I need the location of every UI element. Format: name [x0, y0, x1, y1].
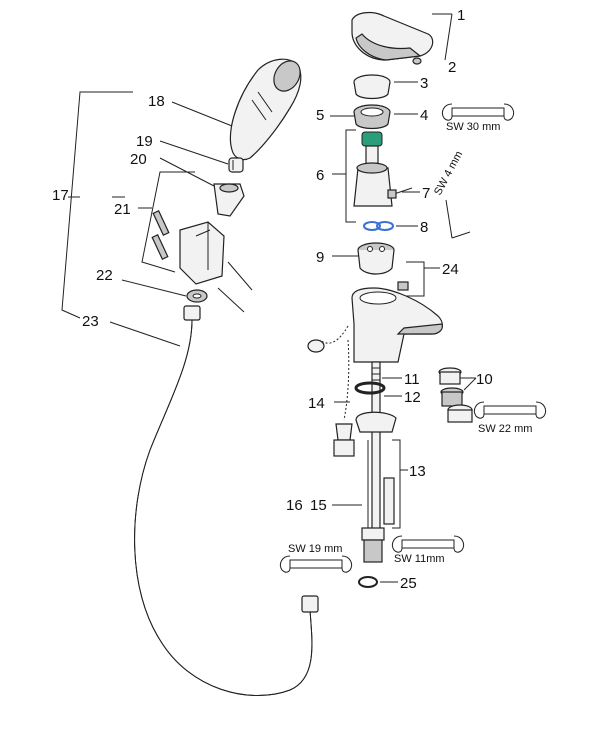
label-18: 18	[148, 93, 165, 110]
fixing-set-13	[355, 411, 397, 525]
allen-key-sw4	[445, 199, 471, 239]
wall-holder-21	[179, 221, 225, 285]
label-4: 4	[420, 107, 428, 124]
hose-nut-23	[183, 305, 201, 321]
label-11: 11	[404, 371, 420, 388]
dowels-21	[151, 210, 170, 260]
gasket-12	[354, 381, 386, 395]
label-8: 8	[420, 219, 428, 236]
wrench-label-sw4: SW 4 mm	[432, 149, 465, 197]
hose-23	[134, 319, 319, 697]
diverter-9	[357, 242, 395, 275]
chain-plug-14	[307, 325, 355, 457]
cover-ring-3	[353, 74, 391, 100]
label-5: 5	[316, 107, 324, 124]
hand-shower-18	[229, 58, 302, 161]
wrench-sw30-icon	[441, 103, 515, 121]
label-25: 25	[400, 575, 417, 592]
label-14: 14	[308, 395, 325, 412]
label-19: 19	[136, 133, 153, 150]
label-23: 23	[82, 313, 99, 330]
mixer-body	[351, 287, 443, 363]
wrench-label-sw11: SW 11mm	[394, 553, 445, 565]
o-rings-8	[363, 221, 394, 231]
label-17: 17	[52, 187, 69, 204]
label-6: 6	[316, 167, 324, 184]
label-15: 15	[310, 497, 327, 514]
label-22: 22	[96, 267, 113, 284]
wrench-sw11-icon	[391, 535, 465, 553]
label-9: 9	[316, 249, 324, 266]
label-2: 2	[448, 59, 456, 76]
label-1: 1	[457, 7, 465, 24]
connection-hoses-15-16	[361, 440, 385, 563]
handle-1	[351, 11, 434, 61]
nut-4	[353, 104, 391, 130]
nut-19	[228, 157, 244, 173]
wrench-label-sw30: SW 30 mm	[446, 121, 500, 133]
washer-22	[186, 289, 208, 303]
label-10: 10	[476, 371, 493, 388]
washer-25	[358, 576, 378, 588]
label-16: 16	[286, 497, 303, 514]
aerator-10	[438, 367, 473, 423]
cartridge-6	[353, 131, 393, 207]
wrench-label-sw22: SW 22 mm	[478, 423, 532, 435]
label-20: 20	[130, 151, 147, 168]
wrench-sw22-icon	[473, 401, 547, 419]
screw-7	[387, 187, 413, 199]
cap-screw-2	[412, 57, 422, 65]
clip-20	[213, 183, 245, 217]
label-7: 7	[422, 185, 430, 202]
bracket-17	[61, 91, 133, 319]
label-12: 12	[404, 389, 421, 406]
threaded-rod-11	[371, 361, 381, 535]
wrench-label-sw19: SW 19 mm	[288, 543, 342, 555]
wrench-sw19-icon	[279, 555, 353, 573]
label-21: 21	[114, 201, 131, 218]
screws-21	[217, 261, 253, 313]
label-24: 24	[442, 261, 459, 278]
part-24	[397, 281, 409, 291]
label-3: 3	[420, 75, 428, 92]
label-13: 13	[409, 463, 426, 480]
